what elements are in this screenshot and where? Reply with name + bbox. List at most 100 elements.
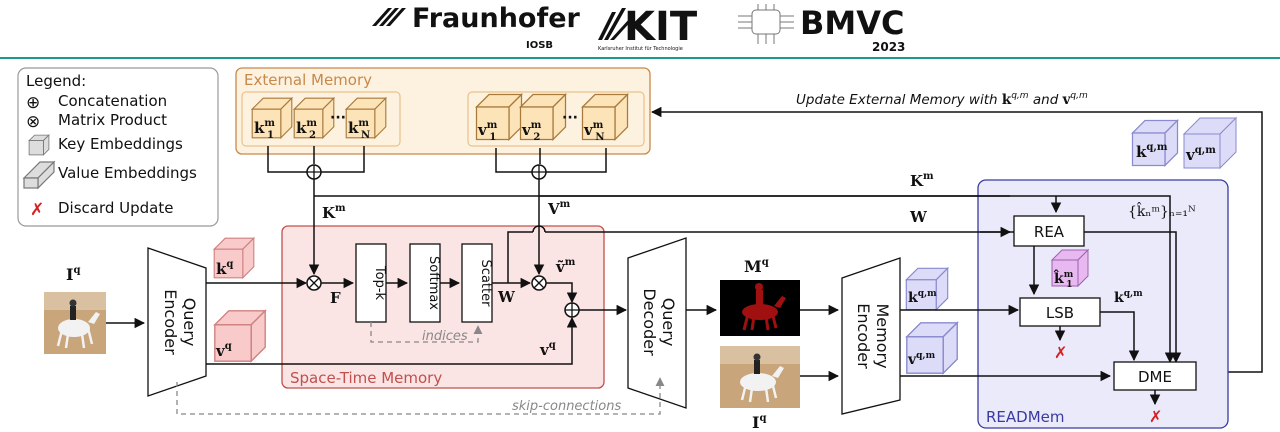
space-time-memory-title: Space-Time Memory: [290, 369, 442, 387]
concat-icon: ⊕: [26, 93, 40, 113]
product-node-1: [306, 275, 322, 291]
concat-node-decoder: [564, 302, 580, 318]
memory-to-concat-lines: [267, 146, 607, 173]
legend-concat-label: Concatenation: [58, 92, 167, 110]
value-memory-group: [467, 91, 645, 147]
w-label: W: [497, 288, 516, 306]
discard-icon: ✗: [30, 200, 44, 220]
key-memory-group: [241, 91, 401, 147]
legend-value-label: Value Embeddings: [58, 164, 197, 182]
w-to-rea-label: W: [909, 208, 928, 226]
km-label: Km: [322, 203, 346, 222]
indices-label: indices: [422, 329, 468, 344]
rea-block: [1013, 215, 1085, 247]
query-encoder: [147, 247, 207, 397]
lsb-label: LSB: [1046, 304, 1074, 322]
kit-sub: Karlsruher Institut für Technologie: [598, 46, 683, 52]
softmax-block: [409, 243, 441, 323]
key-cube-icon: [28, 134, 50, 156]
query-value-label: vq: [215, 341, 232, 360]
topk-block: [355, 243, 387, 323]
update-memory-label: Update External Memory with kq,m and vq,…: [796, 91, 1088, 108]
update-memory-arrow: [650, 106, 1263, 373]
dme-label: DME: [1138, 368, 1172, 386]
skip-connections-label: skip-connections: [512, 399, 621, 414]
indices-arrow: [370, 322, 483, 343]
dme-discard-icon: ✗: [1149, 407, 1162, 426]
legend-box: [17, 67, 219, 227]
query-decoder: [627, 237, 687, 409]
fraunhofer-logo: Fraunhofer IOSB: [372, 3, 581, 51]
bmvc-year: 2023: [872, 40, 905, 54]
vtilde-label: ṽm: [555, 257, 576, 276]
value-cube-icon: [22, 160, 56, 190]
product-icon: ⊗: [26, 112, 40, 132]
legend-key-label: Key Embeddings: [58, 135, 183, 153]
external-memory-title: External Memory: [244, 71, 372, 89]
mask-image: [720, 280, 800, 336]
input-image-label: Iq: [66, 265, 80, 284]
legend-discard-label: Discard Update: [58, 199, 174, 217]
query-decoder-label: QueryDecoder: [640, 288, 678, 356]
memory-encoder: [841, 257, 901, 415]
query-key-label: kq: [216, 259, 233, 278]
product-node-2: [531, 275, 547, 291]
kit-wing-icon: [598, 8, 634, 40]
rea-label: REA: [1034, 223, 1065, 241]
legend-product-label: Matrix Product: [58, 111, 167, 129]
vm-label: Vm: [547, 199, 571, 218]
fraunhofer-stripes-icon: [372, 8, 406, 26]
kit-logo: KIT Karlsruher Institut für Technologie: [598, 4, 698, 52]
fraunhofer-text: Fraunhofer: [412, 3, 581, 34]
scatter-label: Scatter: [478, 260, 493, 308]
lsb-output-label: kq,m: [1114, 289, 1143, 306]
update-value-label: vq,m: [1185, 145, 1216, 164]
skip-connections-arrow: [176, 377, 665, 415]
topk-label: Top-k: [372, 265, 387, 301]
value-ellipsis: ···: [562, 110, 578, 126]
header: Fraunhofer IOSB KIT Karlsruher Institut …: [0, 3, 1280, 59]
fraunhofer-sub: IOSB: [526, 40, 553, 51]
lsb-discard-icon: ✗: [1054, 343, 1067, 362]
softmax-label: Softmax: [426, 256, 441, 310]
vtilde-arrow: [546, 282, 578, 304]
rea-to-dme-arrow: [1084, 231, 1182, 364]
memory-key-label: kq,m: [908, 289, 937, 306]
memory-value-label: vq,m: [907, 351, 936, 368]
w-branch-line: [507, 231, 1016, 283]
concat-node-keys: [306, 164, 322, 180]
memory-set-label: {k̂ₙᵐ}ₙ₌₁ᴺ: [1128, 201, 1196, 220]
legend-title: Legend:: [26, 72, 86, 90]
memory-encoder-label: MemoryEncoder: [854, 303, 892, 369]
bmvc-text: BMVC: [800, 4, 904, 42]
vq-path-label: vq: [539, 340, 556, 359]
readmem-title: READMem: [986, 408, 1065, 426]
input-frame-image: [44, 292, 106, 354]
vq-arrow: [206, 316, 578, 365]
legend: Legend: ⊕ Concatenation ⊗ Matrix Product…: [17, 67, 219, 227]
frame-image-bottom: [720, 346, 800, 408]
update-value-cube: [1182, 116, 1238, 170]
frame-bottom-label: Iq: [752, 413, 766, 432]
kit-text: KIT: [624, 4, 698, 50]
bmvc-logo: BMVC 2023: [738, 4, 905, 54]
scatter-block: [461, 243, 493, 323]
bmvc-circuit-icon: [738, 4, 794, 44]
key-ellipsis: ···: [330, 110, 346, 126]
query-encoder-label: QueryEncoder: [161, 289, 199, 355]
mask-label: Mq: [744, 257, 769, 276]
lsb-to-dme-arrow: [1100, 311, 1140, 362]
update-key-label: kq,m: [1136, 142, 1168, 161]
km-to-readmem-label: Km: [910, 171, 934, 190]
dme-block: [1113, 361, 1197, 391]
f-label: F: [330, 289, 341, 307]
